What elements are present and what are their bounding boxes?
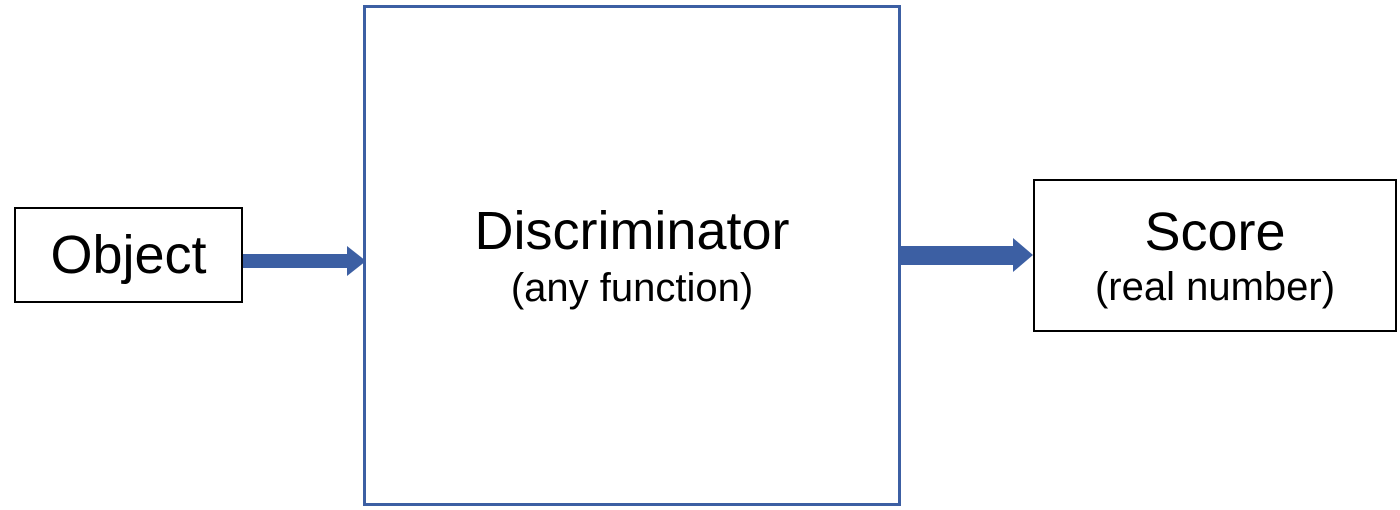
score-box: Score (real number) — [1033, 179, 1397, 332]
score-sublabel: (real number) — [1094, 264, 1336, 309]
object-box: Object — [14, 207, 243, 303]
arrow-head-right — [1013, 238, 1033, 272]
arrow-object-to-discriminator — [243, 246, 366, 276]
discriminator-box: Discriminator (any function) — [363, 5, 901, 506]
arrow-shaft-right — [901, 246, 1015, 265]
arrow-shaft-left — [243, 254, 348, 268]
score-label: Score — [1144, 201, 1286, 262]
object-label: Object — [50, 225, 207, 285]
discriminator-label: Discriminator — [474, 200, 790, 261]
discriminator-sublabel: (any function) — [510, 265, 754, 310]
arrow-discriminator-to-score — [901, 238, 1033, 272]
